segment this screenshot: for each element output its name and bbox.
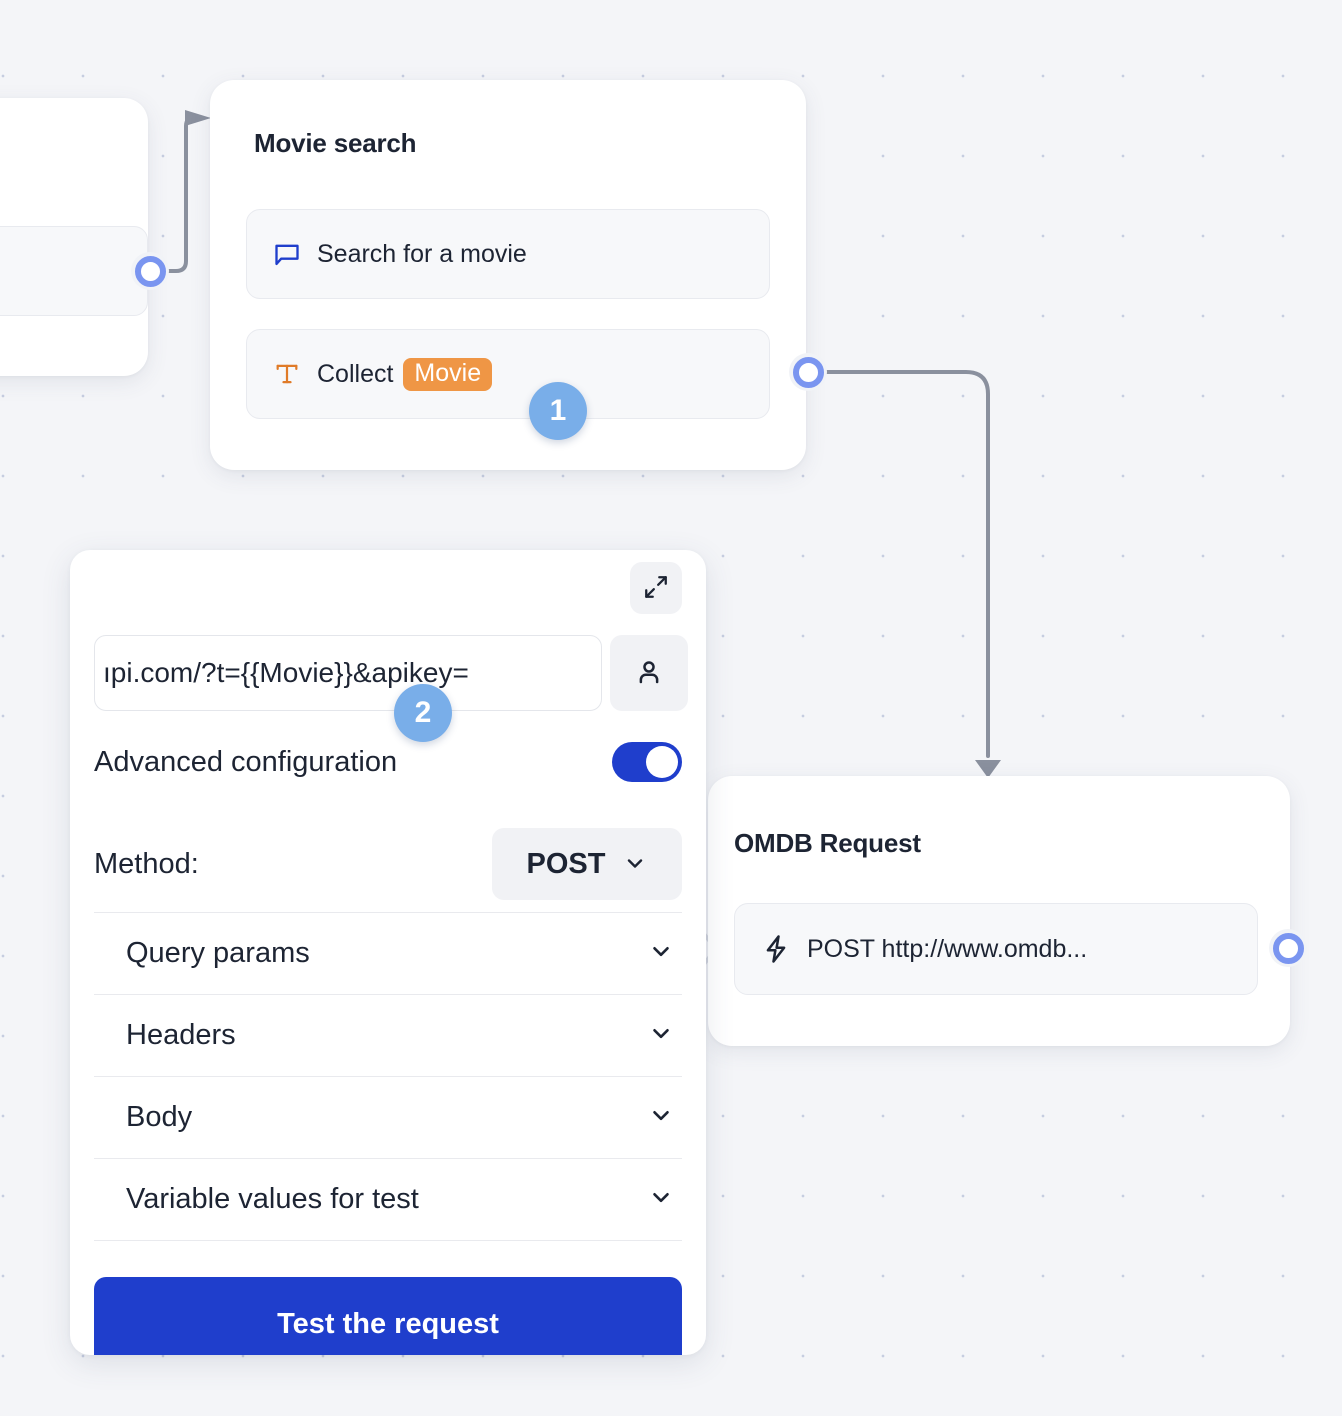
node-movie-search-title: Movie search <box>254 128 417 158</box>
partial-node-row <box>0 226 148 316</box>
node-omdb-request-title: OMDB Request <box>734 828 921 858</box>
request-url-input[interactable]: ıpi.com/?t={{Movie}}&apikey= <box>94 635 602 711</box>
chevron-down-icon <box>648 938 674 969</box>
accordion-label-headers: Headers <box>126 1019 236 1051</box>
advanced-configuration-toggle[interactable] <box>612 742 682 782</box>
accordion-item-body[interactable]: Body <box>94 1077 682 1159</box>
chevron-down-icon <box>648 1184 674 1215</box>
person-icon <box>634 657 664 690</box>
wire-movie-to-omdb <box>825 370 990 758</box>
node-row-post-request[interactable]: POST http://www.omdb... <box>734 903 1258 995</box>
step-badge-1: 1 <box>529 382 587 440</box>
lightning-bolt-icon <box>761 934 791 964</box>
expand-diagonal-icon <box>643 574 669 603</box>
method-select[interactable]: POST <box>492 828 682 900</box>
accordion-label-query-params: Query params <box>126 937 310 969</box>
toggle-knob <box>646 746 678 778</box>
accordion-item-query-params[interactable]: Query params <box>94 913 682 995</box>
request-accordion: Query params Headers Body <box>94 912 682 1241</box>
text-type-icon <box>273 360 301 388</box>
method-value: POST <box>526 847 606 880</box>
node-movie-search[interactable]: Movie search Search for a movie <box>210 80 806 470</box>
chevron-down-icon <box>648 1020 674 1051</box>
accordion-label-body: Body <box>126 1101 193 1133</box>
advanced-configuration-row: Advanced configuration <box>94 742 682 782</box>
test-the-request-button[interactable]: Test the request <box>94 1277 682 1355</box>
node-row-post-label: POST http://www.omdb... <box>807 934 1088 963</box>
node-row-search-for-a-movie[interactable]: Search for a movie <box>246 209 770 299</box>
node-row-collect-movie[interactable]: Collect Movie <box>246 329 770 419</box>
request-config-panel[interactable]: ıpi.com/?t={{Movie}}&apikey= Advanced co… <box>70 550 706 1355</box>
accordion-label-variable-values-for-test: Variable values for test <box>126 1183 419 1215</box>
step-badge-2: 2 <box>394 684 452 742</box>
accordion-item-variable-values-for-test[interactable]: Variable values for test <box>94 1159 682 1241</box>
accordion-item-headers[interactable]: Headers <box>94 995 682 1077</box>
collect-text: Collect <box>317 359 394 388</box>
wire-left-to-movie <box>166 116 195 273</box>
wire-left-to-movie-arrowhead <box>185 110 211 126</box>
url-row: ıpi.com/?t={{Movie}}&apikey= <box>94 635 688 711</box>
chevron-down-icon <box>648 1102 674 1133</box>
port-omdb-request-output[interactable] <box>1269 929 1307 967</box>
node-row-collect-label: Collect Movie <box>317 357 493 391</box>
port-left-node-output[interactable] <box>131 252 169 290</box>
variable-chip-movie[interactable]: Movie <box>403 357 493 391</box>
method-label: Method: <box>94 847 199 880</box>
partial-node-left[interactable] <box>0 98 148 376</box>
port-movie-search-output[interactable] <box>789 353 827 391</box>
method-row: Method: POST <box>94 828 682 900</box>
node-omdb-request[interactable]: OMDB Request POST http://www.omdb... <box>708 776 1290 1046</box>
message-bubble-icon <box>273 240 301 268</box>
expand-panel-button[interactable] <box>630 562 682 614</box>
chevron-down-icon <box>623 851 647 878</box>
auth-user-button[interactable] <box>610 635 688 711</box>
advanced-configuration-label: Advanced configuration <box>94 745 398 778</box>
node-row-search-label: Search for a movie <box>317 239 527 268</box>
request-url-value: ıpi.com/?t={{Movie}}&apikey= <box>103 657 469 688</box>
